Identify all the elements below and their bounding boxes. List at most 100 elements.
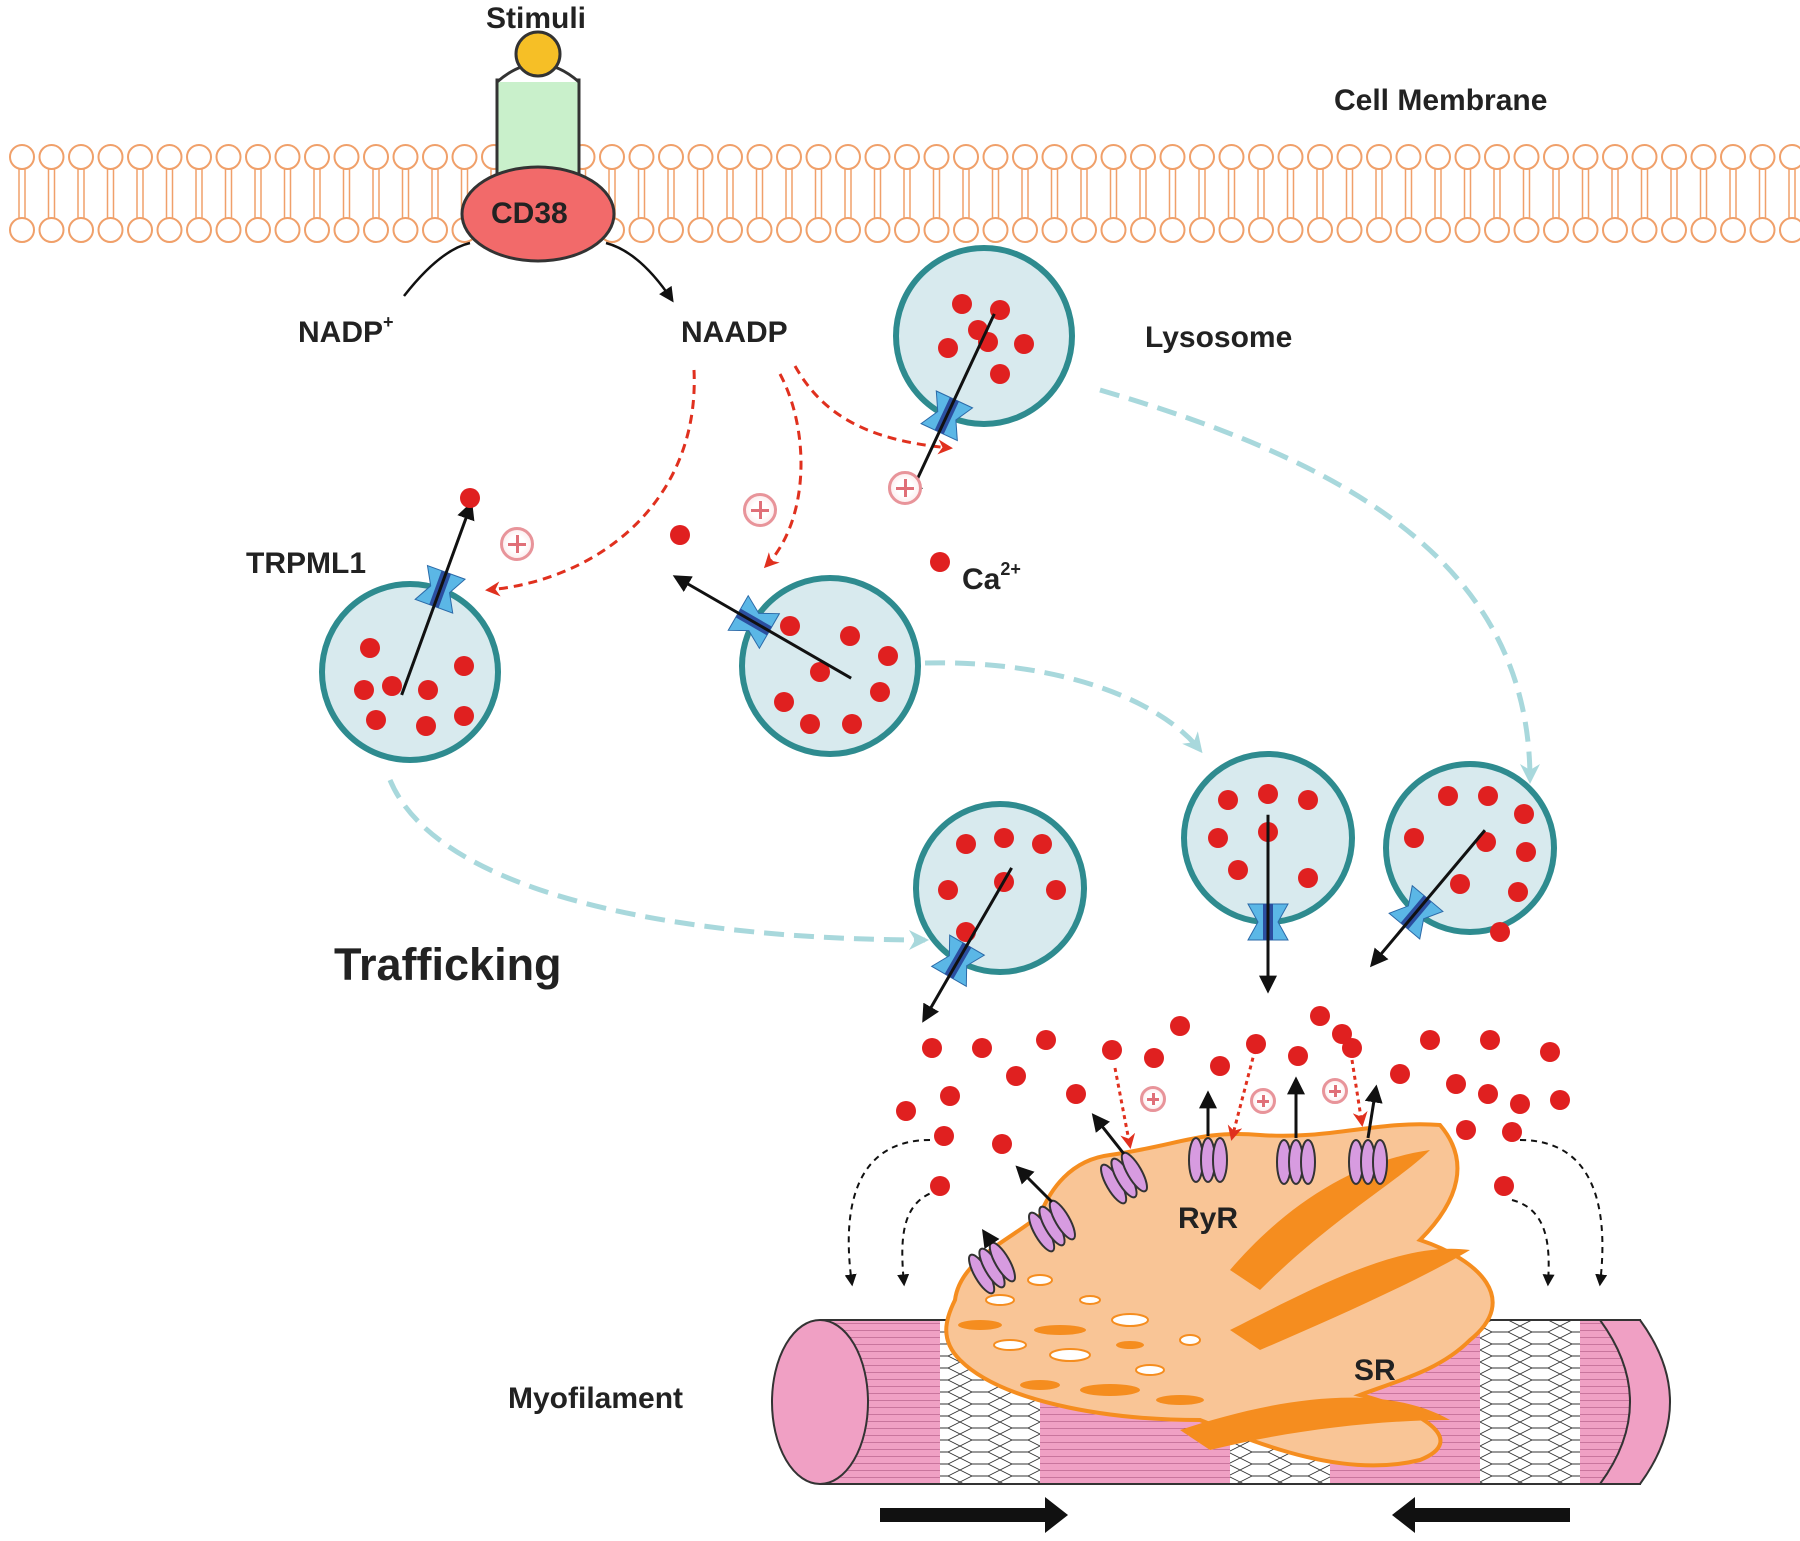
membrane-lipid-icon bbox=[186, 144, 212, 243]
plus-circle-icon bbox=[1250, 1088, 1276, 1114]
calcium-ion-icon bbox=[1514, 804, 1534, 824]
calcium-ion-icon bbox=[670, 525, 690, 545]
ryr-release-arrow bbox=[1015, 1165, 1054, 1204]
calcium-ion-icon bbox=[1438, 786, 1458, 806]
calcium-ion-icon bbox=[416, 716, 436, 736]
calcium-ion-icon bbox=[1490, 922, 1510, 942]
lysosomes bbox=[319, 245, 1557, 1023]
membrane-lipid-icon bbox=[687, 144, 714, 243]
calcium-ion-icon bbox=[360, 638, 380, 658]
calcium-ion-icon bbox=[1170, 1016, 1190, 1036]
membrane-lipid-icon bbox=[805, 144, 832, 243]
membrane-lipid-icon bbox=[1336, 144, 1363, 243]
stimuli-label: Stimuli bbox=[486, 2, 587, 35]
membrane-lipid-icon bbox=[1720, 144, 1746, 243]
calcium-ion-icon bbox=[1404, 828, 1424, 848]
cd38-receptor bbox=[460, 30, 616, 263]
nadp-label: NADP+ bbox=[298, 313, 394, 348]
sr-label: SR bbox=[1354, 1354, 1396, 1387]
ryr-label: RyR bbox=[1178, 1202, 1239, 1235]
membrane-lipid-icon bbox=[1130, 144, 1156, 243]
calcium-ion-icon bbox=[454, 706, 474, 726]
membrane-lipid-icon bbox=[1690, 144, 1717, 243]
calcium-ion-icon bbox=[1246, 1034, 1266, 1054]
trafficking-label: Trafficking bbox=[334, 939, 562, 990]
calcium-ion-icon bbox=[1298, 868, 1318, 888]
membrane-lipid-icon bbox=[894, 144, 920, 243]
calcium-ion-icon bbox=[382, 676, 402, 696]
calcium-ion-icon bbox=[1516, 842, 1536, 862]
membrane-lipid-icon bbox=[1366, 144, 1392, 243]
release-arrow bbox=[400, 501, 475, 696]
membrane-lipid-icon bbox=[1218, 144, 1245, 243]
myofilament-label: Myofilament bbox=[508, 1382, 684, 1415]
calcium-ion-icon bbox=[810, 662, 830, 682]
calcium-ion-icon bbox=[1102, 1040, 1122, 1060]
ryr-release-arrow bbox=[1091, 1113, 1126, 1155]
membrane-lipid-icon bbox=[1189, 144, 1215, 243]
release-arrow bbox=[672, 575, 852, 680]
membrane-lipid-icon bbox=[156, 144, 183, 243]
membrane-lipid-icon bbox=[1012, 144, 1038, 243]
trpml1-label: TRPML1 bbox=[246, 547, 366, 580]
release-arrow bbox=[906, 313, 996, 501]
calcium-ion-icon bbox=[1450, 874, 1470, 894]
calcium-ion-icon bbox=[934, 1126, 954, 1146]
membrane-lipid-icon bbox=[9, 144, 35, 243]
ryr-channel-icon bbox=[968, 1241, 1016, 1295]
calcium-ion-icon bbox=[922, 1038, 942, 1058]
calcium-ion-icon bbox=[952, 294, 972, 314]
cd38-label: CD38 bbox=[491, 197, 568, 230]
lysosome bbox=[672, 575, 921, 757]
calcium-ion-icon bbox=[418, 680, 438, 700]
calcium-ion-icon bbox=[1144, 1048, 1164, 1068]
lysosome bbox=[1369, 761, 1557, 968]
calcium-label: Ca2+ bbox=[962, 560, 1021, 596]
membrane-lipid-icon bbox=[1602, 144, 1628, 243]
calcium-ion-icon bbox=[460, 488, 480, 508]
membrane-lipid-icon bbox=[1631, 144, 1658, 243]
cell-membrane-bilayer bbox=[9, 144, 1800, 243]
calcium-ion-icon bbox=[1032, 834, 1052, 854]
release-arrow bbox=[922, 867, 1013, 1023]
membrane-lipid-icon bbox=[982, 144, 1009, 243]
membrane-lipid-icon bbox=[1395, 144, 1422, 243]
membrane-lipid-icon bbox=[717, 144, 743, 243]
calcium-ion-icon bbox=[1298, 790, 1318, 810]
lysosome bbox=[913, 801, 1087, 1023]
membrane-lipid-icon bbox=[1071, 144, 1097, 243]
calcium-ion-icon bbox=[1510, 1094, 1530, 1114]
membrane-lipid-icon bbox=[274, 144, 301, 243]
calcium-ion-icon bbox=[1006, 1066, 1026, 1086]
calcium-ion-icon bbox=[930, 552, 950, 572]
plus-circle-icon bbox=[1322, 1078, 1348, 1104]
calcium-ion-icon bbox=[1478, 786, 1498, 806]
ca-induced-activation-arrows bbox=[1113, 1049, 1368, 1149]
calcium-ion-icon bbox=[840, 626, 860, 646]
calcium-ion-icon bbox=[1446, 1074, 1466, 1094]
membrane-lipid-icon bbox=[304, 144, 330, 243]
calcium-ion-icon bbox=[1550, 1090, 1570, 1110]
membrane-lipid-icon bbox=[1572, 144, 1599, 243]
calcium-ion-icon bbox=[1210, 1056, 1230, 1076]
lysosome bbox=[319, 501, 501, 763]
membrane-lipid-icon bbox=[215, 144, 242, 243]
membrane-lipid-icon bbox=[392, 144, 419, 243]
membrane-lipid-icon bbox=[1513, 144, 1540, 243]
ryr-channels bbox=[968, 1076, 1388, 1295]
calcium-ion-icon bbox=[870, 682, 890, 702]
membrane-lipid-icon bbox=[1749, 144, 1776, 243]
trafficking-arrows bbox=[387, 387, 1540, 950]
calcium-ion-icon bbox=[1342, 1038, 1362, 1058]
membrane-lipid-icon bbox=[68, 144, 94, 243]
plus-circle-icon bbox=[1140, 1086, 1166, 1112]
lysosome bbox=[893, 245, 1075, 501]
calcium-ion-icon bbox=[1478, 1084, 1498, 1104]
calcium-ion-icon bbox=[990, 364, 1010, 384]
calcium-ion-icon bbox=[940, 1086, 960, 1106]
calcium-ion-icon bbox=[1508, 882, 1528, 902]
calcium-ion-icon bbox=[1494, 1176, 1514, 1196]
calcium-ion-icon bbox=[354, 680, 374, 700]
calcium-text: Ca bbox=[962, 563, 1001, 596]
